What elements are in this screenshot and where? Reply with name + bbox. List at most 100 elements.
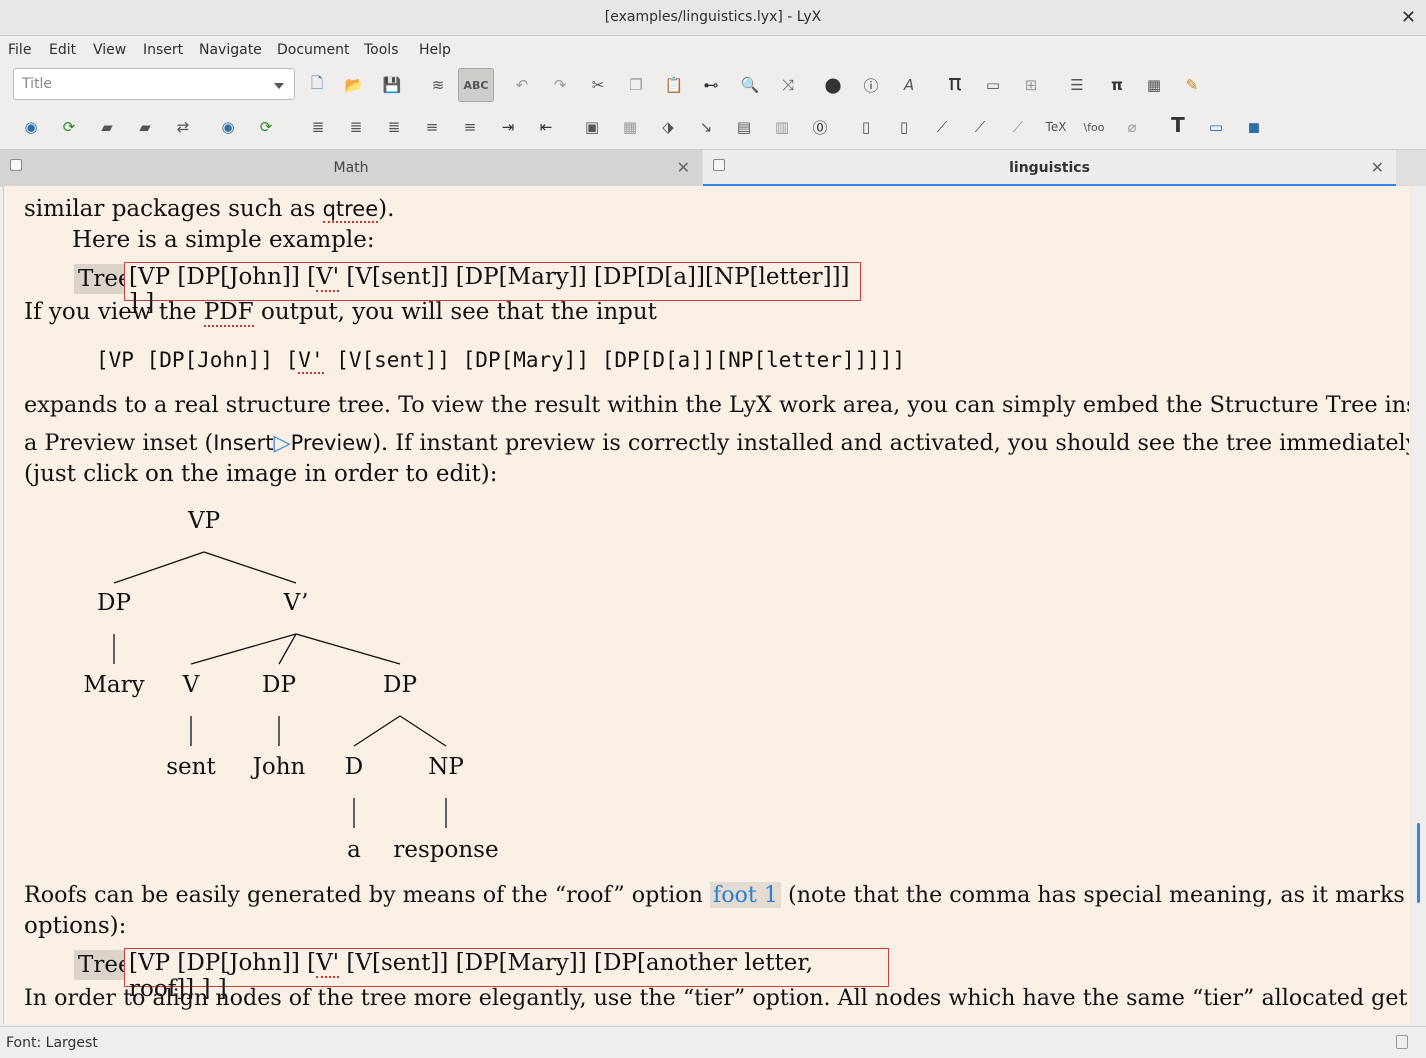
window-title: [examples/linguistics.lyx] - LyX [604, 9, 822, 25]
insert-branch-icon[interactable]: ⟋ [974, 118, 986, 136]
depth-decrease-icon[interactable]: ≡ [463, 118, 477, 136]
text-span: a Preview inset ( [24, 430, 214, 456]
menu-help[interactable]: Help [419, 42, 451, 58]
math-mode-icon[interactable]: π [1111, 76, 1123, 94]
text-span: [V[sent]] [DP[Mary]] [DP[D[a]][NP[letter… [129, 264, 850, 316]
tree-inset-content[interactable]: [VP [DP[John]] [V' [V[sent]] [DP[Mary]] … [124, 948, 889, 1002]
open-document-icon[interactable]: 📂 [344, 76, 364, 94]
menu-file[interactable]: File [8, 42, 32, 58]
menu-edit[interactable]: Edit [49, 42, 77, 58]
menu-tools[interactable]: Tools [364, 42, 399, 58]
insert-index-icon[interactable]: ▯ [861, 118, 871, 136]
continuous-spellcheck-icon[interactable]: ABC [458, 68, 494, 102]
text-line: a Preview inset (Insert▷Preview). If ins… [24, 430, 1409, 456]
text-span: ). [378, 196, 395, 222]
view-ps-icon[interactable]: ▰ [139, 118, 151, 136]
text-box-icon[interactable]: ▭ [1208, 118, 1224, 136]
tree-lines [113, 551, 447, 828]
insert-note-icon[interactable]: ▤ [736, 118, 752, 136]
foo-icon[interactable]: \foo [1083, 120, 1105, 134]
new-document-icon[interactable]: 🗋 [310, 73, 324, 92]
document-work-area[interactable]: similar packages such as qtree). Here is… [3, 186, 1409, 1024]
undo-icon[interactable]: ↶ [515, 76, 529, 94]
insert-box-icon[interactable]: ⟋ [936, 118, 948, 136]
attach-icon[interactable]: ⌀ [1127, 118, 1137, 136]
tree-inset-content[interactable]: [VP [DP[John]] [V' [V[sent]] [DP[Mary]] … [124, 262, 861, 316]
lock-icon [1396, 1035, 1408, 1049]
enumerate-icon[interactable]: ≣ [349, 118, 363, 136]
qtree-package-name: qtree [322, 197, 379, 223]
text-span: [VP [DP[John]] [ [129, 264, 317, 290]
text-line: Roofs can be easily generated by means o… [24, 882, 1405, 908]
view-dvi-icon[interactable]: ▰ [101, 118, 113, 136]
tree-node-a: a [347, 837, 361, 863]
close-tab-icon[interactable]: ✕ [1370, 158, 1384, 177]
menu-navigate[interactable]: Navigate [199, 42, 262, 58]
text-line: (just click on the image in order to edi… [24, 461, 498, 487]
close-tab-icon[interactable]: ✕ [676, 158, 690, 177]
tree-preview[interactable]: VP DP V’ Mary V DP DP sent John D NP a r… [4, 186, 604, 886]
export-icon[interactable]: ⇄ [176, 118, 190, 136]
save-document-icon[interactable]: 💾 [382, 76, 402, 94]
copy-icon[interactable]: ❐ [629, 76, 643, 94]
scrollbar-thumb[interactable] [1417, 823, 1420, 903]
outdent-icon[interactable]: ⇤ [539, 118, 553, 136]
menu-document[interactable]: Document [277, 42, 350, 58]
view-master-icon[interactable]: ◉ [221, 118, 235, 136]
change-tracking-icon[interactable]: ⤨ [781, 76, 794, 94]
depth-increase-icon[interactable]: ⇥ [501, 118, 515, 136]
align-right-icon[interactable]: ≡ [425, 118, 439, 136]
update-master-icon[interactable]: ⟳ [259, 118, 273, 136]
insert-nomencl-icon[interactable]: ▯ [899, 118, 909, 136]
text-line: In order to align nodes of the tree more… [24, 985, 1408, 1011]
chevron-down-icon[interactable] [274, 83, 284, 89]
note-pencil-icon[interactable]: ✎ [1185, 76, 1199, 94]
insert-minipage-icon[interactable]: ⟋ [1012, 118, 1024, 136]
menu-view[interactable]: View [93, 42, 127, 58]
vertical-scrollbar[interactable] [1410, 186, 1424, 1024]
status-bar: Font: Largest [0, 1026, 1426, 1058]
find-icon[interactable]: ⊷ [703, 76, 719, 94]
text-style-icon[interactable]: A [903, 76, 915, 94]
insert-label-tag-icon[interactable]: ⬗ [662, 118, 674, 136]
info-icon[interactable]: ⓘ [863, 76, 879, 95]
tree-node-vbar: V’ [283, 590, 309, 616]
tab-linguistics[interactable]: linguistics ✕ [703, 150, 1396, 187]
lock-icon [713, 159, 725, 171]
spell-book-icon[interactable]: ◼ [1247, 118, 1261, 136]
tree-node-np: NP [428, 754, 464, 780]
paragraph-style-select[interactable]: Title [13, 68, 295, 100]
description-icon[interactable]: ≣ [387, 118, 401, 136]
find-replace-icon[interactable]: 🔍 [740, 76, 760, 94]
footnote-inset[interactable]: foot 1 [709, 882, 781, 908]
spellcheck-icon[interactable]: ≋ [431, 76, 445, 94]
view-pdf-icon[interactable]: ◉ [24, 118, 38, 136]
update-pdf-icon[interactable]: ⟳ [62, 118, 76, 136]
menu-insert[interactable]: Insert [143, 42, 184, 58]
itemize-icon[interactable]: ≣ [311, 118, 325, 136]
display-math-icon[interactable]: ▭ [985, 76, 1001, 94]
text-line: If you view the PDF output, you will see… [24, 299, 657, 327]
text-line: expands to a real structure tree. To vie… [24, 392, 1409, 418]
math-pi-icon[interactable]: π [948, 70, 962, 96]
tree-node-dp: DP [97, 590, 131, 616]
text-style-T-icon[interactable]: T [1171, 113, 1185, 137]
insert-table2-icon[interactable]: ▦ [622, 118, 638, 136]
insert-hyperlink-icon[interactable]: ⓪ [812, 118, 828, 137]
emphasis-icon[interactable]: ⬤ [824, 76, 842, 94]
cross-ref-icon[interactable]: ↘ [699, 118, 713, 136]
insert-label-icon[interactable]: ⊞ [1024, 76, 1038, 94]
toc-icon[interactable]: ☰ [1070, 76, 1084, 94]
insert-footnote-icon[interactable]: ▥ [774, 118, 790, 136]
insert-table-icon[interactable]: ▦ [1146, 76, 1162, 94]
tree-node-v: V [182, 672, 200, 698]
redo-icon[interactable]: ↷ [553, 76, 567, 94]
insert-graphics-icon[interactable]: ▣ [584, 118, 600, 136]
close-window-icon[interactable]: ✕ [1400, 7, 1416, 28]
text-span: [V[sent]] [DP[Mary]] [DP[D[a]][NP[letter… [323, 348, 906, 372]
cut-icon[interactable]: ✂ [591, 76, 605, 94]
tex-code-icon[interactable]: TeX [1045, 120, 1067, 134]
main-toolbar: Title 🗋 📂 💾 ≋ ABC ↶ ↷ ✂ ❐ 📋 ⊷ 🔍 ⤨ ⬤ ⓘ A … [0, 64, 1426, 106]
tab-math[interactable]: Math ✕ [0, 150, 702, 187]
paste-icon[interactable]: 📋 [664, 76, 684, 94]
